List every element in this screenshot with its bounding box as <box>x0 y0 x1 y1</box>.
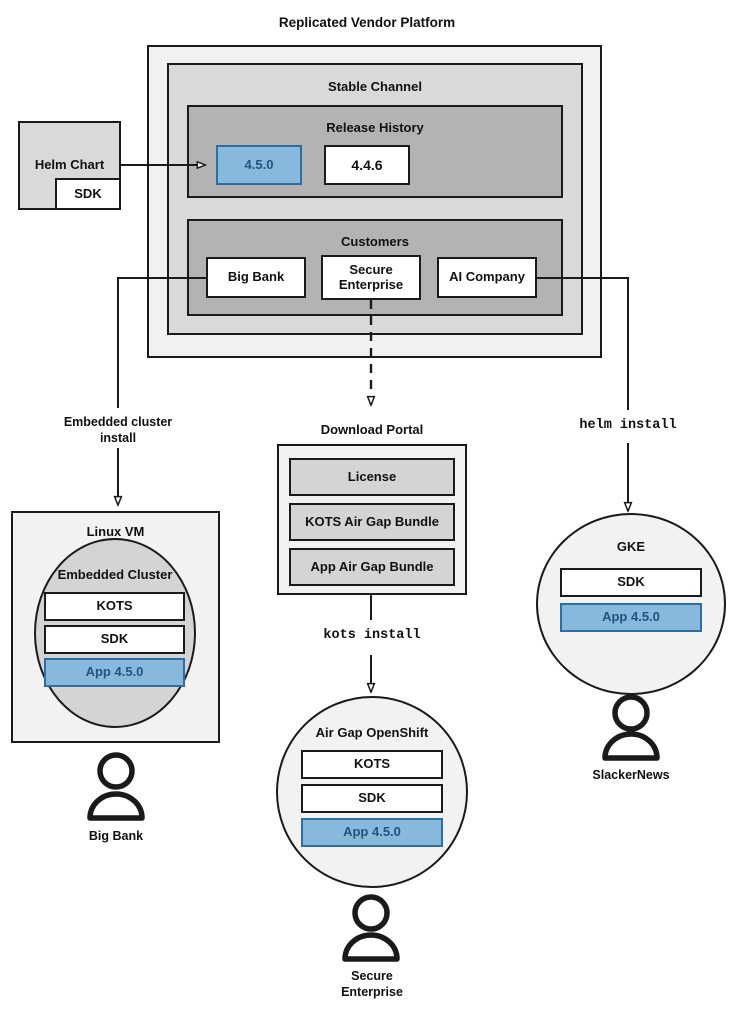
release-item-4-4-6[interactable]: 4.4.6 <box>324 145 410 185</box>
component-label: App 4.5.0 <box>85 664 144 680</box>
component-label: App 4.5.0 <box>343 824 401 840</box>
customer-label: Secure Enterprise <box>338 261 404 292</box>
linux-vm-component-kots[interactable]: KOTS <box>44 592 185 621</box>
component-label: KOTS <box>96 598 133 614</box>
label-line-1: Secure <box>351 969 393 983</box>
airgap-customer-label: Secure Enterprise <box>312 969 432 1000</box>
component-label: SDK <box>100 631 129 647</box>
customer-label: AI Company <box>449 269 525 285</box>
stable-channel-title: Stable Channel <box>328 79 422 94</box>
portal-item-label: License <box>347 468 397 484</box>
download-portal-item-kots-air-gap-bundle[interactable]: KOTS Air Gap Bundle <box>289 503 455 541</box>
label-line-2: install <box>99 430 137 445</box>
embedded-cluster-install-label: Embedded cluster install <box>38 415 198 446</box>
page-title: Replicated Vendor Platform <box>278 15 456 30</box>
gke-customer-label: SlackerNews <box>592 768 670 782</box>
component-label: SDK <box>617 574 645 590</box>
helm-chart-label: Helm Chart <box>34 157 105 173</box>
person-icon-big-bank <box>87 752 145 821</box>
helm-chart-sdk-box[interactable]: SDK <box>55 178 121 210</box>
release-version-label: 4.5.0 <box>244 156 274 172</box>
linux-vm-title: Linux VM <box>86 524 145 539</box>
component-label: SDK <box>358 790 386 806</box>
embedded-cluster-title: Embedded Cluster <box>57 567 173 582</box>
customer-secure-enterprise[interactable]: Secure Enterprise <box>321 255 421 300</box>
download-portal-item-app-air-gap-bundle[interactable]: App Air Gap Bundle <box>289 548 455 586</box>
linux-vm-component-sdk[interactable]: SDK <box>44 625 185 654</box>
customer-ai-company[interactable]: AI Company <box>437 257 537 298</box>
person-icon-secure-enterprise <box>342 894 400 962</box>
label-line-1: Embedded cluster <box>63 415 173 429</box>
airgap-component-sdk[interactable]: SDK <box>301 784 443 813</box>
portal-item-label: App Air Gap Bundle <box>310 558 434 574</box>
airgap-openshift-title: Air Gap OpenShift <box>315 725 429 740</box>
customer-label: Big Bank <box>227 269 285 285</box>
customers-title: Customers <box>341 234 409 249</box>
component-label: KOTS <box>353 756 391 772</box>
helm-install-label: helm install <box>579 418 677 433</box>
release-item-4-5-0[interactable]: 4.5.0 <box>216 145 302 185</box>
airgap-component-kots[interactable]: KOTS <box>301 750 443 779</box>
airgap-component-app[interactable]: App 4.5.0 <box>301 818 443 847</box>
component-label: App 4.5.0 <box>602 609 660 625</box>
download-portal-title: Download Portal <box>320 422 424 437</box>
person-icon-slackernews <box>602 694 660 761</box>
release-version-label: 4.4.6 <box>351 156 383 173</box>
kots-install-label: kots install <box>323 628 421 643</box>
gke-component-app[interactable]: App 4.5.0 <box>560 603 702 632</box>
download-portal-item-license[interactable]: License <box>289 458 455 496</box>
linux-vm-component-app[interactable]: App 4.5.0 <box>44 658 185 687</box>
customer-big-bank[interactable]: Big Bank <box>206 257 306 298</box>
gke-title: GKE <box>616 539 646 554</box>
gke-component-sdk[interactable]: SDK <box>560 568 702 597</box>
release-history-title: Release History <box>326 120 424 135</box>
label-line-2: Enterprise <box>341 984 403 999</box>
portal-item-label: KOTS Air Gap Bundle <box>305 513 439 529</box>
helm-chart-sdk-label: SDK <box>74 185 102 201</box>
linux-vm-customer-label: Big Bank <box>88 829 144 843</box>
